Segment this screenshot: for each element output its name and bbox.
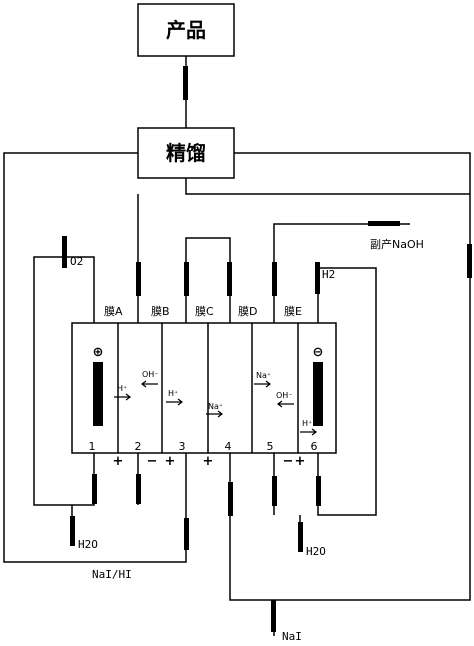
flow-marker xyxy=(184,262,189,296)
ion-arrow-right xyxy=(300,428,317,436)
polarity-sign-b: − xyxy=(147,454,158,469)
flow-marker xyxy=(272,262,277,296)
ion-arrow-right xyxy=(114,393,131,401)
ion-arrow-left xyxy=(277,400,294,408)
flow-marker xyxy=(183,66,188,100)
anode-electrode xyxy=(93,362,103,426)
flow-marker xyxy=(62,236,67,268)
flow-marker xyxy=(271,600,276,632)
distill-right-loop-line xyxy=(229,152,471,601)
flow-marker xyxy=(136,474,141,504)
flow-marker xyxy=(368,221,400,226)
ion-arrow-right xyxy=(254,380,271,388)
compartment-number-4: 4 xyxy=(225,440,232,453)
nai-hi-label: NaI/HI xyxy=(92,568,132,581)
water-left-label: H2O xyxy=(78,538,98,551)
membrane-label-b: 膜B xyxy=(151,305,170,318)
cathode-symbol: ⊖ xyxy=(313,345,324,360)
h2-vent-line xyxy=(317,267,377,516)
polarity-sign-a: + xyxy=(113,454,124,469)
ion-label-na: Na⁺ xyxy=(208,402,223,411)
polarity-sign-e: − xyxy=(283,454,294,469)
compartment-number-6: 6 xyxy=(311,440,318,453)
nai-label: NaI xyxy=(282,630,302,643)
flow-marker xyxy=(70,516,75,546)
flow-marker xyxy=(228,482,233,516)
polarity-sign-f: + xyxy=(295,454,306,469)
flow-marker xyxy=(184,518,189,550)
cathode-electrode xyxy=(313,362,323,426)
compartment-number-3: 3 xyxy=(179,440,186,453)
ion-label-h: H⁺ xyxy=(168,389,178,398)
byproduct-naoh-label: 副产NaOH xyxy=(370,237,424,251)
compartment-number-1: 1 xyxy=(89,440,96,453)
flow-marker xyxy=(467,244,472,278)
ion-label-h: H⁺ xyxy=(302,419,312,428)
membrane-label-a: 膜A xyxy=(104,305,123,318)
compartment-number-5: 5 xyxy=(267,440,274,453)
polarity-sign-d: + xyxy=(203,454,214,469)
electrolysis-cell xyxy=(71,322,337,454)
ion-label-h: H⁺ xyxy=(117,384,127,393)
ion-arrow-right xyxy=(206,410,223,418)
water-right-label: H2O xyxy=(306,545,326,558)
flow-marker xyxy=(298,522,303,552)
membrane-label-e: 膜E xyxy=(284,305,302,318)
flow-marker xyxy=(272,476,277,506)
ion-arrow-left xyxy=(141,380,158,388)
product-label: 产品 xyxy=(166,18,206,42)
flow-marker xyxy=(315,262,320,294)
flow-marker xyxy=(136,262,141,296)
flow-marker xyxy=(92,474,97,504)
ion-label-na: Na⁺ xyxy=(256,371,271,380)
polarity-sign-c: + xyxy=(165,454,176,469)
ion-label-oh: OH⁻ xyxy=(276,391,293,400)
flow-marker xyxy=(316,476,321,506)
distillation-label: 精馏 xyxy=(166,141,206,165)
o2-label: O2 xyxy=(70,255,83,268)
flow-marker xyxy=(227,262,232,296)
ion-label-oh: OH⁻ xyxy=(142,370,159,379)
membrane-label-c: 膜C xyxy=(195,305,214,318)
compartment-number-2: 2 xyxy=(135,440,142,453)
membrane-label-d: 膜D xyxy=(238,305,257,318)
anode-symbol: ⊕ xyxy=(93,345,104,360)
distill-feed-line xyxy=(185,178,470,195)
ion-arrow-right xyxy=(166,398,183,406)
o2-vent-line xyxy=(33,256,95,506)
h2-label: H2 xyxy=(322,268,335,281)
